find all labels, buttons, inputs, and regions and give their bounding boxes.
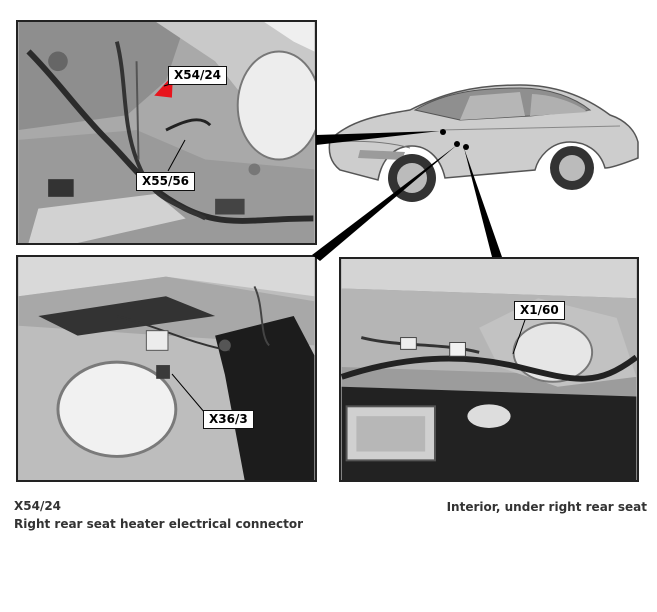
under-seat-photo (341, 259, 637, 480)
car-icon (328, 84, 639, 202)
caption-component-description: Right rear seat heater electrical connec… (14, 517, 304, 531)
caption-component-code: X54/24 (14, 499, 62, 513)
callout-x1-60: X1/60 (514, 301, 565, 320)
car-illustration (320, 70, 650, 220)
photo-panel-upper-floor (16, 20, 317, 245)
photo-panel-under-seat (339, 257, 639, 482)
callout-x54-24: X54/24 (168, 66, 228, 85)
callout-x55-56: X55/56 (136, 172, 196, 191)
caption-location: Interior, under right rear seat (446, 500, 647, 514)
photo-panel-wheel-arch (16, 255, 317, 482)
red-pointer-arrow-icon (154, 75, 173, 98)
wheel-arch-photo (18, 257, 315, 480)
callout-x36-3: X36/3 (203, 410, 254, 429)
